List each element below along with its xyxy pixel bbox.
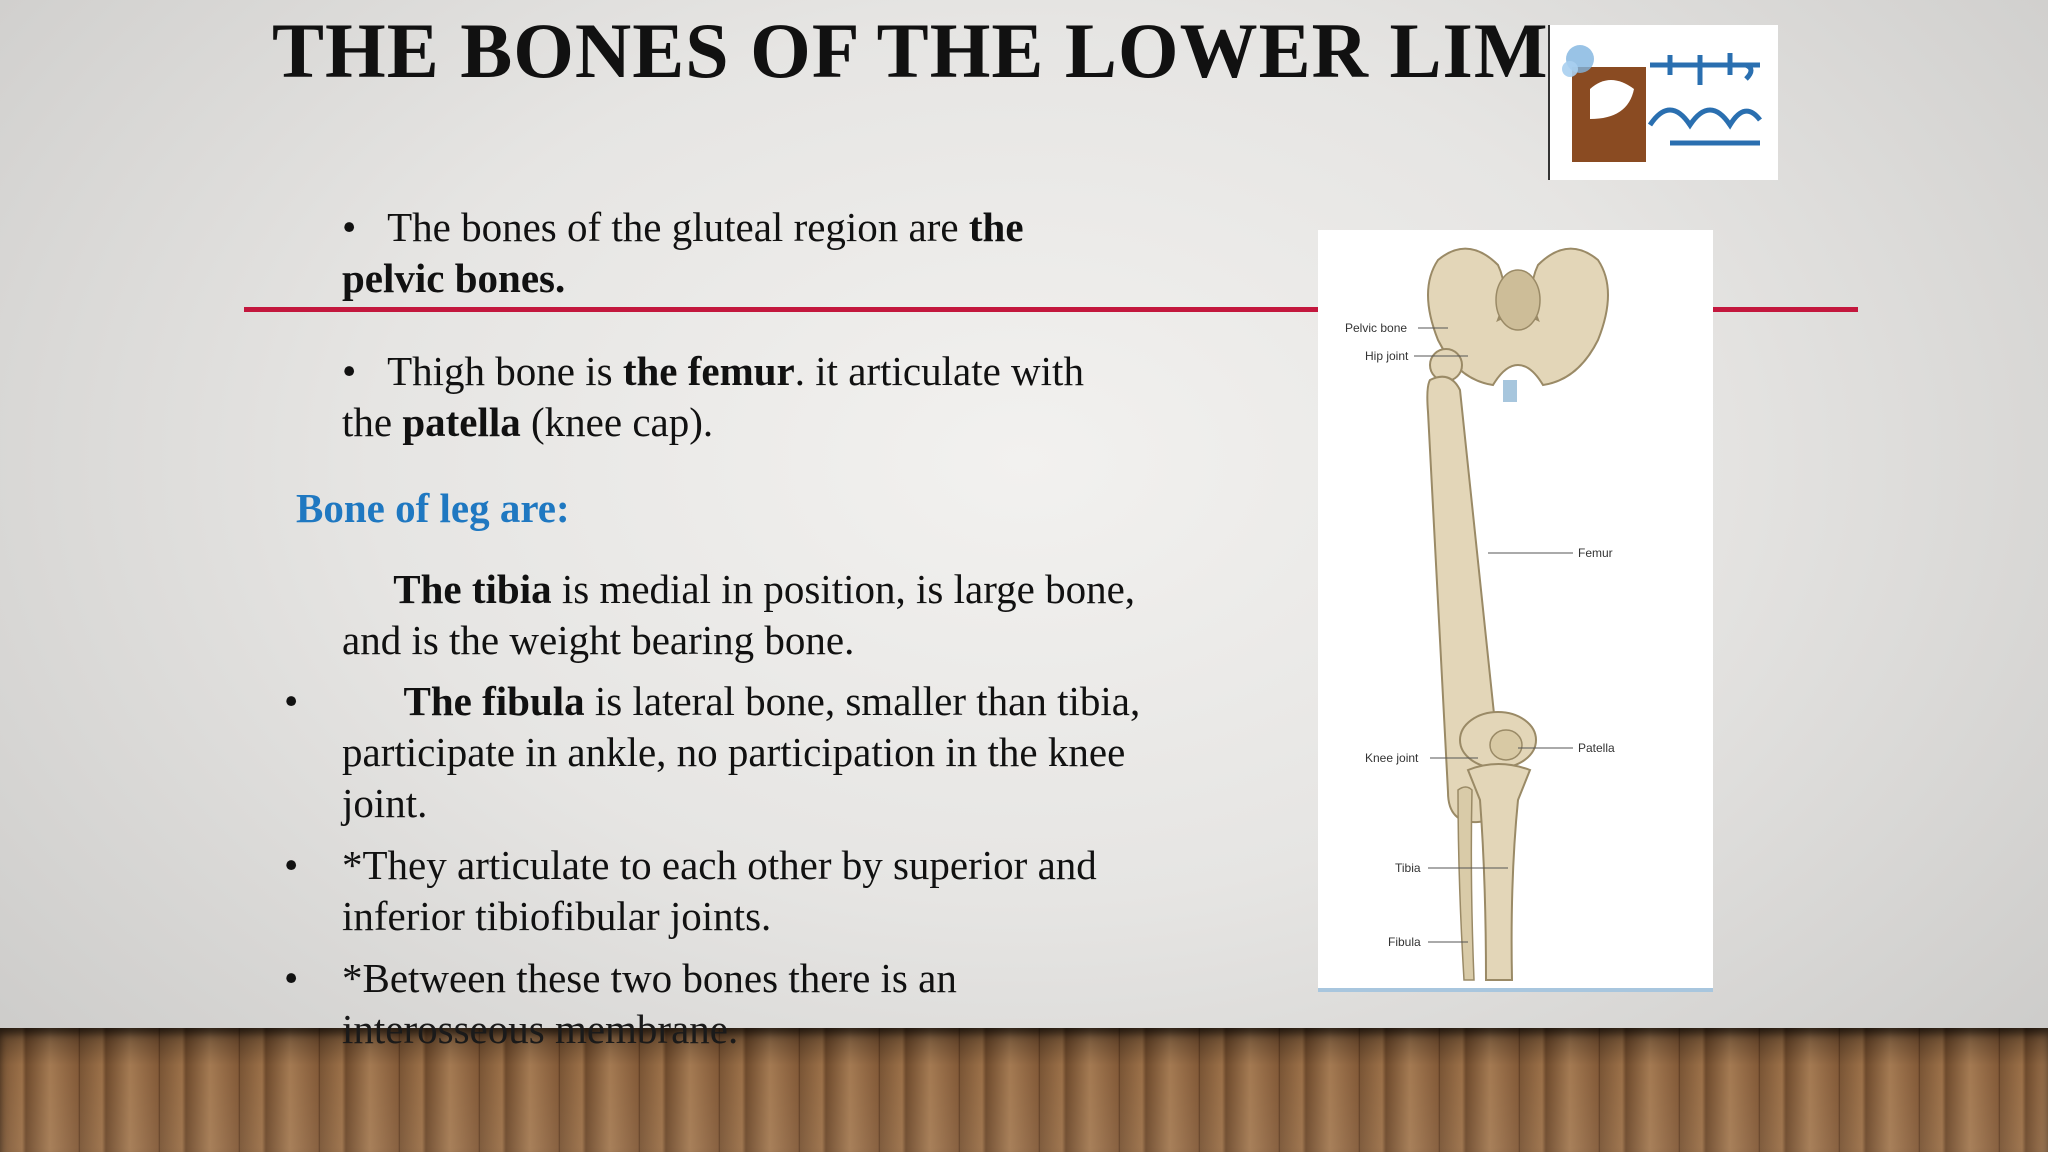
tibia-bold: The tibia: [393, 566, 552, 612]
bullet-text: The bones of the gluteal region are: [387, 204, 969, 250]
bullet-dot: •: [284, 955, 299, 1001]
label-tibia: Tibia: [1395, 861, 1421, 875]
label-hip-joint: Hip joint: [1365, 349, 1409, 363]
bullet-text: . it articulate with the: [342, 348, 1084, 445]
bullet-text: (knee cap).: [520, 399, 714, 445]
bone-illustration: Pelvic bone Hip joint Femur Patella Knee…: [1345, 247, 1615, 981]
membrane-text-line2: interosseous membrane.: [342, 1006, 739, 1052]
title-divider: [244, 307, 1858, 312]
tibia-text: is medial in position, is large bone, an…: [342, 566, 1136, 663]
item-fibula: The fibula is lateral bone, smaller than…: [342, 676, 1142, 829]
fibula-bold: The fibula: [403, 678, 585, 724]
bullet-dot: •: [284, 678, 299, 724]
logo-graphic: [1562, 45, 1762, 162]
membrane-text-line1: *Between these two bones there is an: [342, 955, 957, 1001]
label-femur: Femur: [1578, 546, 1613, 560]
item-tibia: The tibia is medial in position, is larg…: [342, 564, 1142, 666]
logo: [1548, 25, 1778, 180]
tibiofibular-text: *They articulate to each other by superi…: [342, 842, 1097, 939]
bullet-bold: the pelvic bones.: [342, 204, 1024, 301]
label-fibula: Fibula: [1388, 935, 1421, 949]
label-patella: Patella: [1578, 741, 1615, 755]
bullet-text: Thigh bone is: [387, 348, 623, 394]
bullet-bold: the femur: [622, 348, 795, 394]
fibula-text: is lateral bone, smaller than tibia, par…: [342, 678, 1141, 826]
label-knee-joint: Knee joint: [1365, 751, 1419, 765]
bullet-dot: •: [342, 348, 357, 394]
bullet-dot: •: [342, 204, 357, 250]
bullet-femur: • Thigh bone is the femur. it articulate…: [342, 346, 1142, 448]
item-tibiofibular: *They articulate to each other by superi…: [342, 840, 1162, 942]
wood-floor: [0, 1028, 2048, 1152]
slide-title: THE BONES OF THE LOWER LIMB: [272, 7, 1602, 94]
item-membrane: *Between these two bones there is an: [342, 953, 1142, 1004]
bullet-bold: patella: [402, 399, 521, 445]
lower-limb-figure: Pelvic bone Hip joint Femur Patella Knee…: [1318, 230, 1713, 992]
leg-subheading: Bone of leg are:: [296, 485, 570, 531]
label-pelvic-bone: Pelvic bone: [1345, 321, 1407, 335]
bullet-dot: •: [284, 842, 299, 888]
bullet-gluteal: • The bones of the gluteal region are th…: [342, 202, 1122, 304]
